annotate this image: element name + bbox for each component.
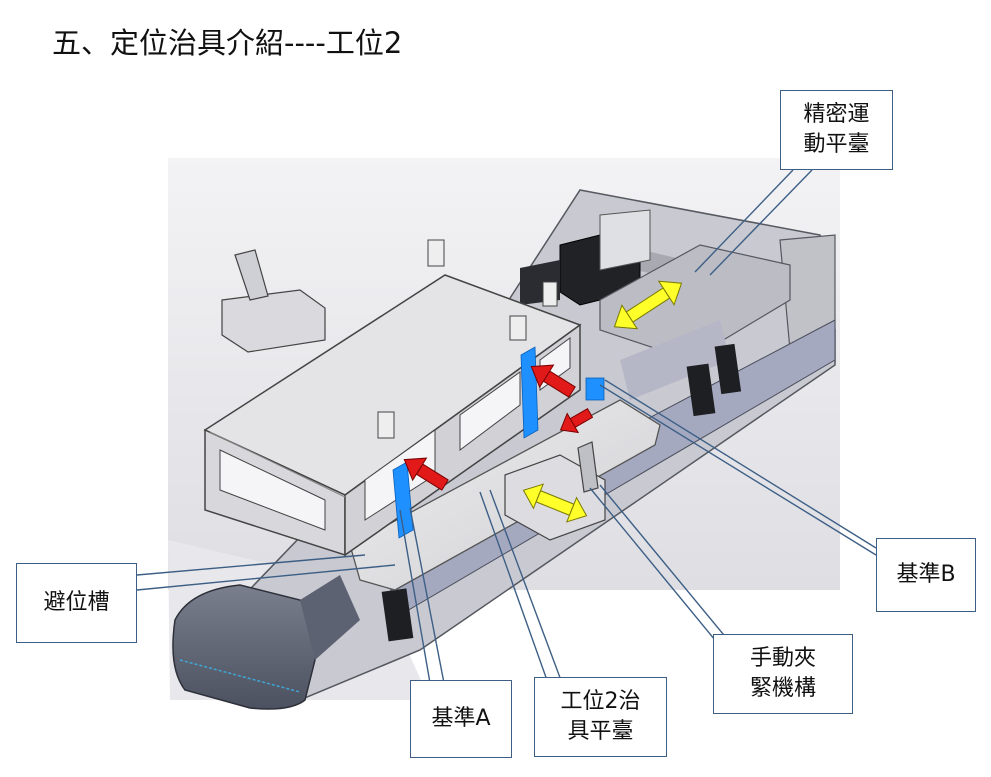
- rail-clamp-mid: [686, 363, 716, 417]
- callout-leaders: [136, 169, 877, 684]
- locating-pin-1: [427, 239, 445, 267]
- red-arrow-2: [530, 364, 576, 398]
- red-arrow-1: [403, 457, 449, 491]
- callout-datum-b: 基準B: [876, 538, 976, 612]
- callout-datum-a-text: 基準A: [431, 706, 491, 731]
- callout-manual-clamp-text: 手動夾 緊機構: [749, 646, 816, 701]
- datum-a-face: [392, 461, 414, 539]
- callout-fixture-platform: 工位2治 具平臺: [534, 677, 667, 757]
- yellow-double-arrow-clamp: [522, 483, 588, 523]
- callout-relief-groove-text: 避位槽: [43, 590, 110, 615]
- callout-manual-clamp: 手動夾 緊機構: [713, 634, 853, 714]
- callout-relief-groove: 避位槽: [16, 563, 137, 643]
- datum-a-face-rear: [520, 346, 539, 439]
- callout-datum-a: 基準A: [410, 680, 512, 758]
- yellow-double-arrow-platform: [613, 280, 683, 330]
- rail-clamp-front: [381, 588, 414, 642]
- toggle-clamp-left: [221, 249, 326, 353]
- actuator-end-cap: [172, 584, 317, 710]
- red-arrow-3: [559, 407, 594, 434]
- page-title: 五、定位治具介紹----工位2: [52, 26, 403, 60]
- callout-datum-b-text: 基準B: [896, 562, 956, 587]
- callout-motion-platform: 精密運 動平臺: [780, 90, 893, 170]
- motion-carriage: [599, 244, 791, 361]
- datum-b-face: [585, 377, 605, 401]
- rail-clamp-rear: [714, 343, 742, 395]
- locating-pin-3: [377, 411, 395, 439]
- locating-pin-4: [542, 281, 558, 307]
- locating-pin-2: [509, 315, 527, 341]
- callout-fixture-platform-text: 工位2治 具平臺: [560, 689, 641, 744]
- callout-motion-platform-text: 精密運 動平臺: [803, 102, 870, 157]
